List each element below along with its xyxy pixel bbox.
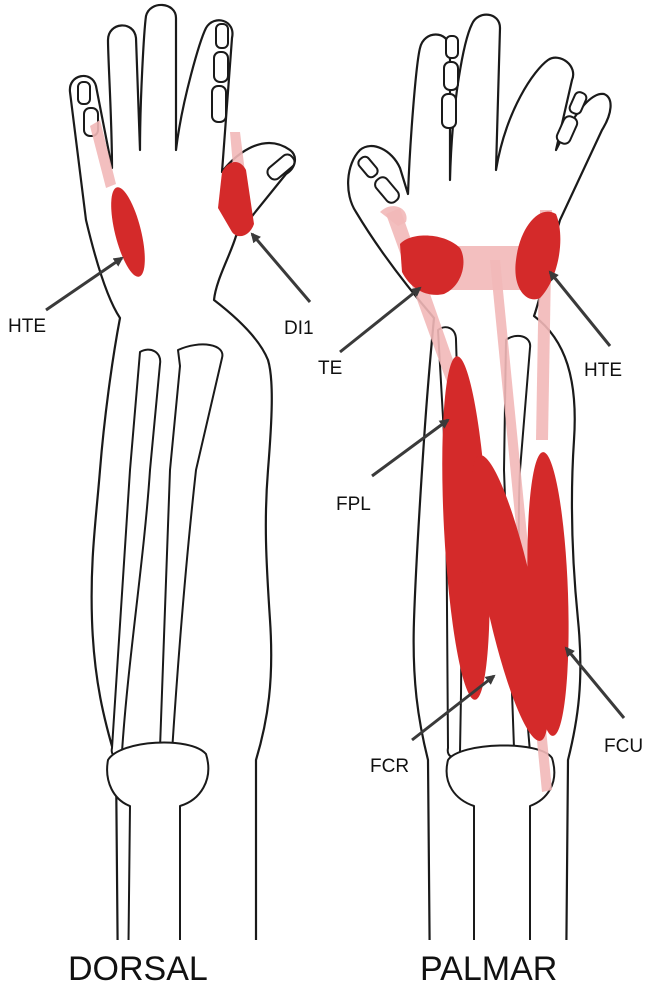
palmar-te-label: TE <box>318 358 342 379</box>
palmar-fcr-label: FCR <box>370 756 409 777</box>
palmar-te-arrow <box>340 288 420 352</box>
dorsal-di1-arrow <box>252 234 310 302</box>
dorsal-view: HTE DI1 <box>8 5 314 988</box>
dorsal-di1-label: DI1 <box>284 318 314 339</box>
palmar-hte-arrow <box>550 272 610 346</box>
palmar-fpl-label: FPL <box>336 494 371 515</box>
palmar-hte-label: HTE <box>584 360 622 381</box>
palmar-fcu-label: FCU <box>604 736 643 757</box>
dorsal-hte-label: HTE <box>8 316 46 337</box>
palmar-caption: PALMAR <box>420 950 557 988</box>
palmar-view: TE HTE FPL FCR FCU <box>318 15 643 988</box>
dorsal-caption: DORSAL <box>68 950 208 988</box>
